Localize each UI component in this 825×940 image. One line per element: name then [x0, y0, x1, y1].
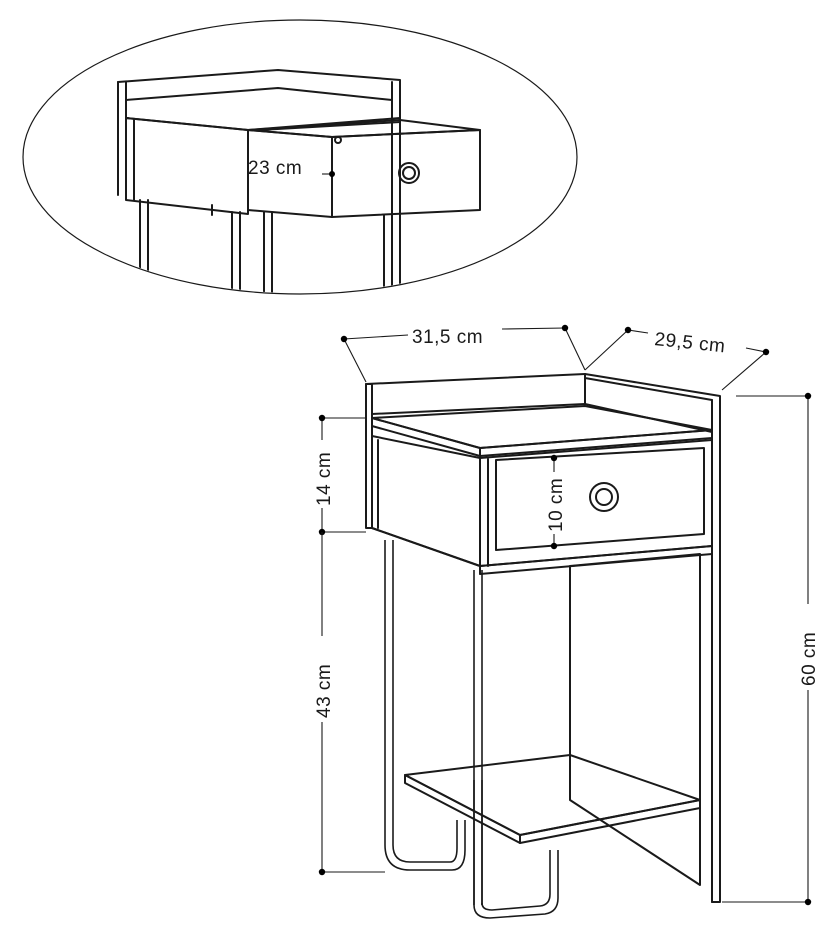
width-label: 31,5 cm	[412, 327, 483, 348]
drawer-section-height-label: 14 cm	[314, 452, 335, 506]
leg-height-label: 43 cm	[314, 664, 335, 718]
drawer-depth-label: 23 cm	[248, 158, 302, 179]
dimension-lines	[318, 324, 812, 906]
drawer-height-label: 10 cm	[546, 478, 567, 532]
depth-label: 29,5 cm	[653, 329, 726, 357]
total-height-label: 60 cm	[799, 632, 820, 686]
detail-nightstand	[117, 69, 481, 293]
main-nightstand	[365, 373, 721, 919]
detail-view: 23 cm	[22, 19, 578, 295]
dimension-labels: 31,5 cm 29,5 cm 60 cm 14 cm 43 cm 10 cm	[314, 327, 820, 718]
detail-ellipse	[22, 19, 578, 295]
